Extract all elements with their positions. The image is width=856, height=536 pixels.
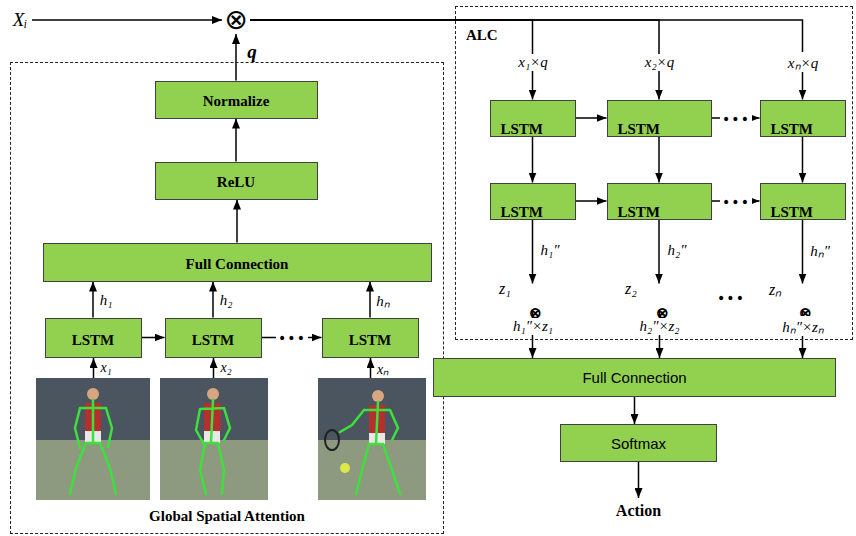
connector-arrow <box>576 200 607 202</box>
edge-label: h₁″ <box>539 242 562 259</box>
process-box: LSTM <box>322 318 419 358</box>
annotation-label: Xᵢ <box>13 9 28 31</box>
process-box: LSTM <box>490 100 576 137</box>
connector-arrow <box>92 282 94 318</box>
edge-label: ••• <box>720 111 752 127</box>
region-title: ALC <box>466 27 498 44</box>
region-title: Global Spatial Attention <box>11 508 443 525</box>
annotation-label: zₙ <box>769 278 781 300</box>
skeleton <box>340 402 400 494</box>
box-label: LSTM <box>771 204 814 221</box>
tennis-ball <box>340 463 350 473</box>
operator-symbol: ⊗ <box>224 6 247 34</box>
frame-court <box>160 440 268 500</box>
box-label: Softmax <box>611 435 666 452</box>
edge-label: h₂″×z₂ <box>637 318 681 335</box>
edge-label: h₂″ <box>666 242 689 259</box>
connector-arrow <box>532 220 534 284</box>
process-box: LSTM <box>165 318 262 358</box>
frame-arrow <box>370 358 372 378</box>
racket <box>325 430 339 450</box>
process-box: LSTM <box>607 183 712 220</box>
frame-background <box>36 378 150 500</box>
connector-arrow <box>235 119 237 162</box>
connector-arrow <box>532 137 534 183</box>
edge-label: x₁×q <box>516 54 550 71</box>
connector-arrow <box>369 282 371 318</box>
box-label: LSTM <box>501 204 544 221</box>
annotation-label: x₁ <box>100 360 111 376</box>
annotation-label: ••• <box>717 290 745 306</box>
multiply-operator: ⊗ <box>646 284 674 312</box>
process-box: LSTM <box>607 100 712 137</box>
edge-label: ••• <box>276 330 308 346</box>
box-label: LSTM <box>46 332 141 349</box>
connector-arrow <box>658 137 660 183</box>
edge-label: hₙ″ <box>808 240 832 260</box>
frame-arrow <box>213 358 215 378</box>
connector-arrow <box>235 34 237 81</box>
output-arrow <box>638 462 640 498</box>
connector-arrow <box>212 282 214 318</box>
box-label: LSTM <box>618 204 661 221</box>
box-label: LSTM <box>771 121 814 138</box>
box-label: Normalize <box>156 93 317 110</box>
player-head <box>207 388 219 400</box>
multiply-operator: ⊗ <box>789 284 817 312</box>
edge-label: xₙ×q <box>786 52 820 72</box>
box-label: Full Connection <box>44 256 431 273</box>
player-head <box>87 388 99 400</box>
frame-court <box>36 440 150 500</box>
edge-label: hₙ <box>374 290 392 310</box>
edge-label: x₂×q <box>643 54 677 71</box>
edge-label: h₁ <box>98 292 115 309</box>
process-box: ReLU <box>155 162 318 200</box>
input-arrow <box>32 19 222 21</box>
frame-arrow <box>93 358 95 378</box>
connector-arrow <box>236 200 238 243</box>
video-frame <box>318 378 426 500</box>
process-box: Full Connection <box>43 243 432 282</box>
box-label: LSTM <box>618 121 661 138</box>
connector-arrow <box>250 20 803 100</box>
box-label: LSTM <box>323 332 418 349</box>
skeleton <box>70 400 116 494</box>
video-frame <box>36 378 150 500</box>
annotation-label: Action <box>616 502 661 520</box>
edge-label: hₙ″×zₙ <box>780 316 826 336</box>
process-box: Normalize <box>155 81 318 119</box>
frame-background <box>160 378 268 500</box>
edge-label: ••• <box>720 194 752 210</box>
multiply-operator: ⊗ <box>222 6 250 34</box>
frame-background <box>318 378 426 500</box>
box-label: Full Connection <box>582 369 686 386</box>
connector-arrow <box>142 337 165 339</box>
player-head <box>372 390 384 402</box>
connector-arrow <box>634 397 636 424</box>
edge-label: q <box>245 41 259 63</box>
connector-arrow <box>802 137 804 183</box>
process-box: LSTM <box>490 183 576 220</box>
process-box: LSTM <box>760 183 846 220</box>
annotation-label: xₙ <box>377 359 389 378</box>
connector-arrow <box>576 117 607 119</box>
process-box: LSTM <box>760 100 846 137</box>
connector-arrow <box>658 220 660 284</box>
annotation-label: z₂ <box>625 280 637 298</box>
box-label: LSTM <box>166 332 261 349</box>
skeleton <box>196 400 230 494</box>
box-label: LSTM <box>501 121 544 138</box>
edge-label: h₂ <box>218 292 235 309</box>
video-frame <box>160 378 268 500</box>
annotation-label: x₂ <box>220 360 231 376</box>
box-label: ReLU <box>156 174 317 191</box>
annotation-label: z₁ <box>499 280 511 298</box>
process-box: Full Connection <box>433 358 836 397</box>
process-box: Softmax <box>560 424 717 462</box>
multiply-operator: ⊗ <box>519 284 547 312</box>
process-box: LSTM <box>45 318 142 358</box>
edge-label: h₁″×z₁ <box>511 318 555 335</box>
connector-arrow <box>802 220 804 284</box>
